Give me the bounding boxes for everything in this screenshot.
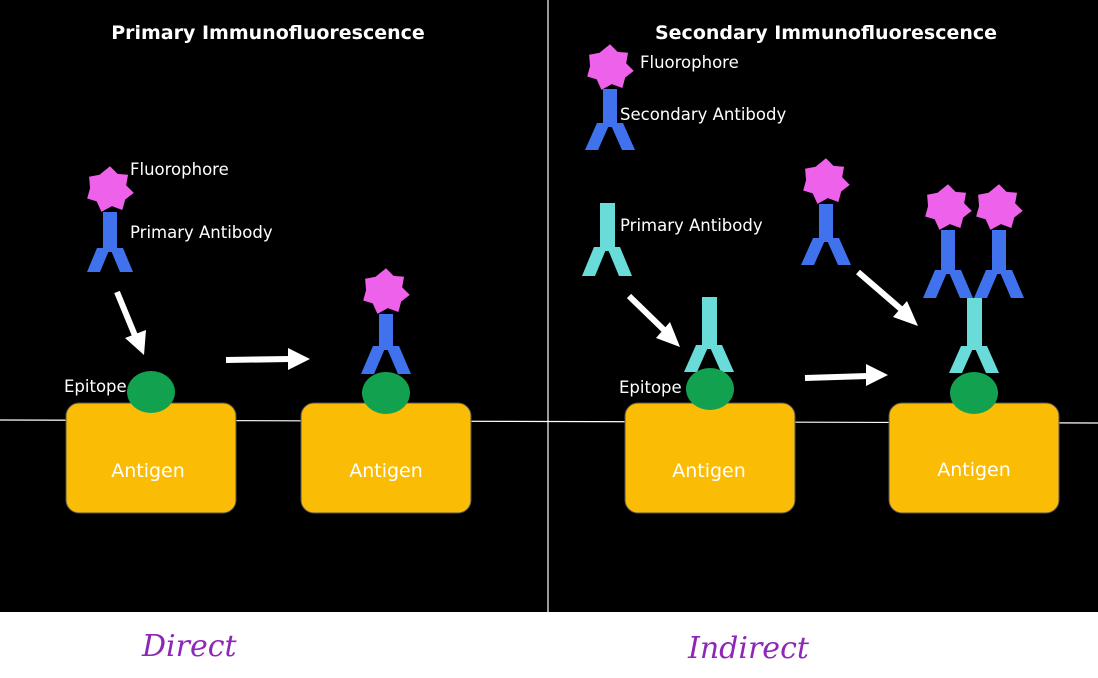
secondary-antigen-left-label: Antigen	[672, 460, 746, 482]
secondary-incoming-antibody	[801, 158, 851, 265]
primary-arrow-down	[114, 290, 146, 355]
primary-panel-title: Primary Immunofluorescence	[111, 22, 425, 44]
secondary-epitope-label: Epitope	[619, 378, 682, 397]
primary-free-antibody	[87, 166, 134, 272]
caption-band	[0, 612, 1098, 678]
direct-handwritten-label: Direct	[141, 629, 238, 664]
primary-antigen-right	[300, 402, 472, 514]
primary-epitope-label: Epitope	[64, 377, 127, 396]
diagram-background	[0, 0, 1098, 612]
primary-antigen-left	[65, 402, 237, 514]
secondary-primary-antibody-label: Primary Antibody	[620, 216, 763, 235]
primary-epitope	[127, 371, 175, 413]
secondary-antigen-right	[888, 402, 1060, 514]
secondary-antibody-label: Secondary Antibody	[620, 105, 786, 124]
secondary-right-bound-primary-antibody	[949, 298, 999, 373]
secondary-antigen-right-label: Antigen	[937, 459, 1011, 481]
indirect-handwritten-label: Indirect	[687, 631, 810, 666]
primary-antigen-left-label: Antigen	[111, 460, 185, 482]
primary-arrow-right	[225, 348, 310, 370]
secondary-arrow-down-right	[856, 269, 918, 326]
secondary-legend-primary-antibody	[582, 203, 632, 276]
secondary-fluorophore-label: Fluorophore	[640, 53, 739, 72]
secondary-arrow-right	[804, 364, 888, 386]
primary-bound-epitope	[362, 372, 410, 414]
primary-bound-antibody	[361, 268, 411, 374]
secondary-arrow-down-left	[626, 293, 680, 347]
secondary-bound-secondary-antibodies	[923, 184, 1024, 298]
secondary-left-epitope	[686, 368, 734, 410]
secondary-legend-antibody	[585, 44, 635, 150]
primary-antibody-label: Primary Antibody	[130, 223, 273, 242]
secondary-panel-title: Secondary Immunofluorescence	[655, 22, 997, 44]
secondary-left-bound-primary-antibody	[684, 297, 734, 372]
primary-fluorophore-label: Fluorophore	[130, 160, 229, 179]
secondary-antigen-left	[624, 402, 796, 514]
secondary-right-epitope	[950, 372, 998, 414]
primary-antigen-right-label: Antigen	[349, 460, 423, 482]
